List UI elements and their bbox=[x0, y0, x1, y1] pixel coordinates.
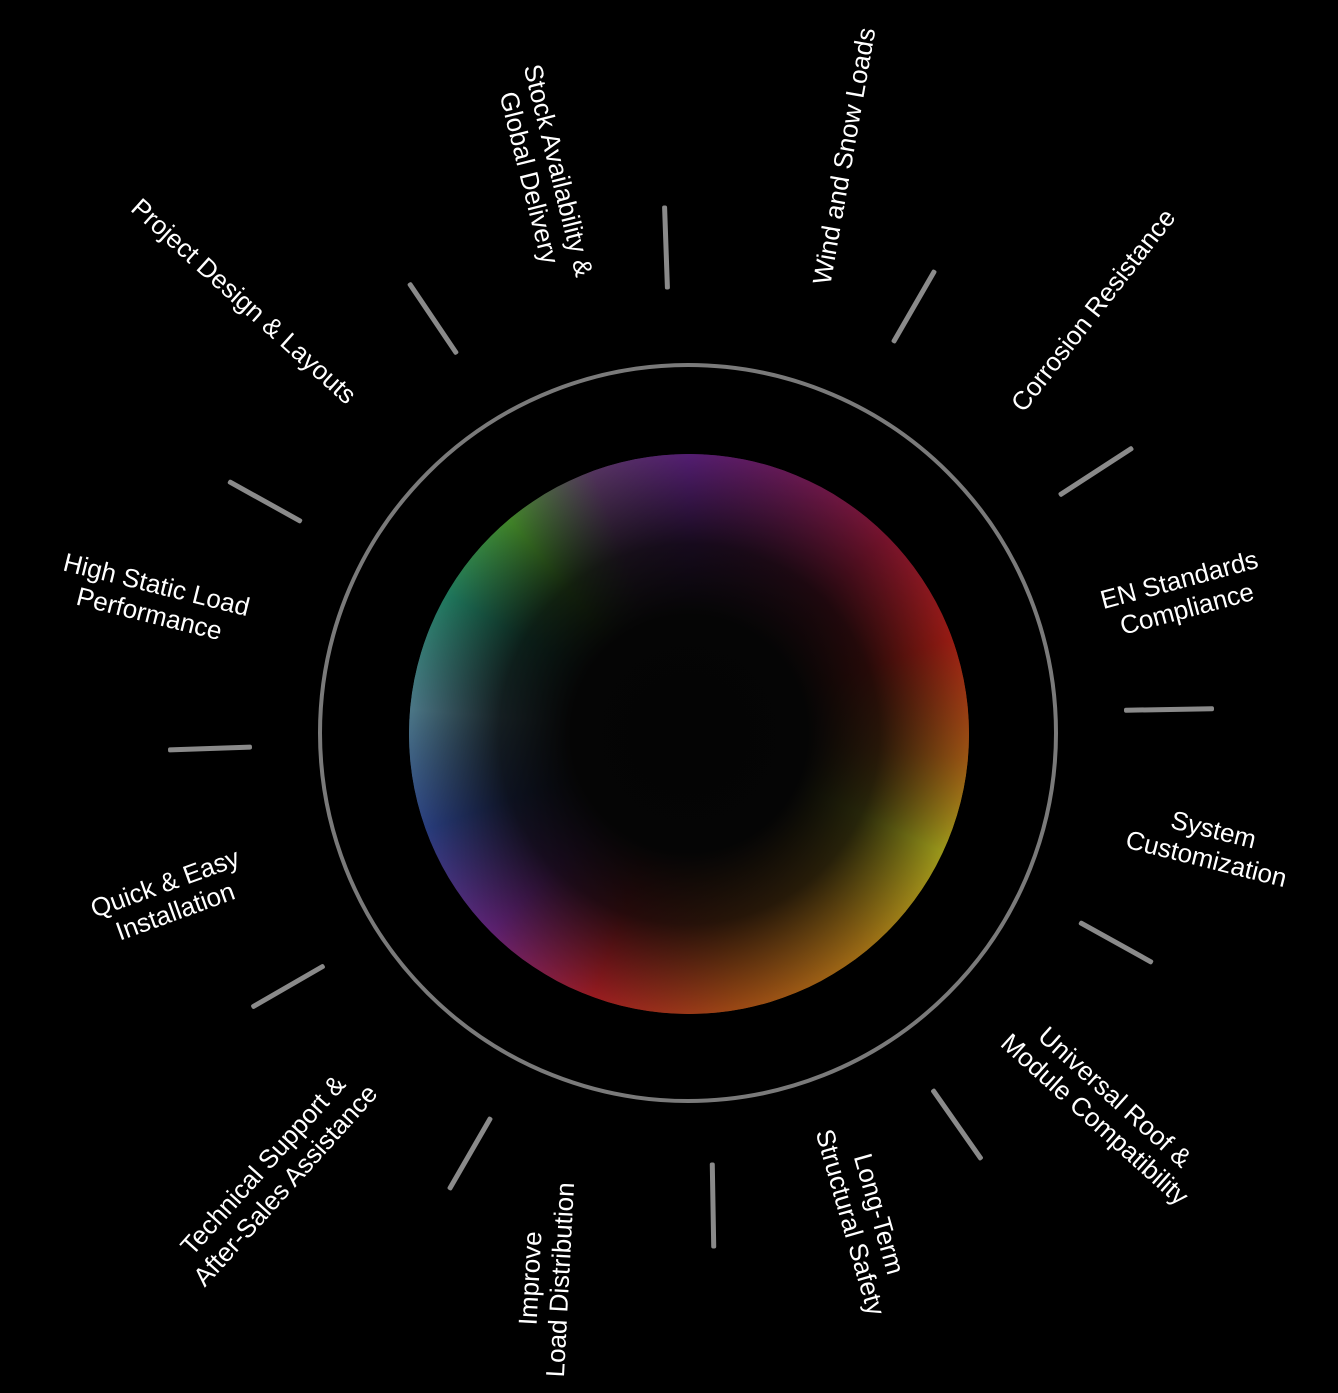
color-sphere bbox=[409, 454, 969, 1014]
divider-tick bbox=[250, 963, 326, 1010]
divider-tick bbox=[709, 1162, 717, 1249]
divider-tick bbox=[446, 1115, 494, 1192]
divider-tick bbox=[930, 1087, 984, 1162]
label-corrosion-resistance: Corrosion Resistance bbox=[1004, 202, 1182, 418]
divider-tick bbox=[1057, 445, 1135, 498]
divider-tick bbox=[662, 205, 670, 290]
divider-tick bbox=[1078, 919, 1154, 966]
outer-ring bbox=[318, 363, 1058, 1103]
label-wind-snow-loads: Wind and Snow Loads bbox=[806, 25, 882, 287]
divider-tick bbox=[1123, 706, 1215, 713]
divider-tick bbox=[406, 281, 460, 356]
divider-tick bbox=[890, 268, 938, 345]
label-project-design: Project Design & Layouts bbox=[125, 192, 363, 410]
divider-tick bbox=[167, 744, 253, 753]
label-universal-roof: Universal Roof &Module Compatibility bbox=[995, 1020, 1198, 1212]
label-technical-support: Technical Support &After-Sales Assistanc… bbox=[174, 1069, 384, 1292]
label-stock-availability: Stock Availability &Global Delivery bbox=[493, 61, 600, 280]
divider-tick bbox=[227, 478, 303, 525]
